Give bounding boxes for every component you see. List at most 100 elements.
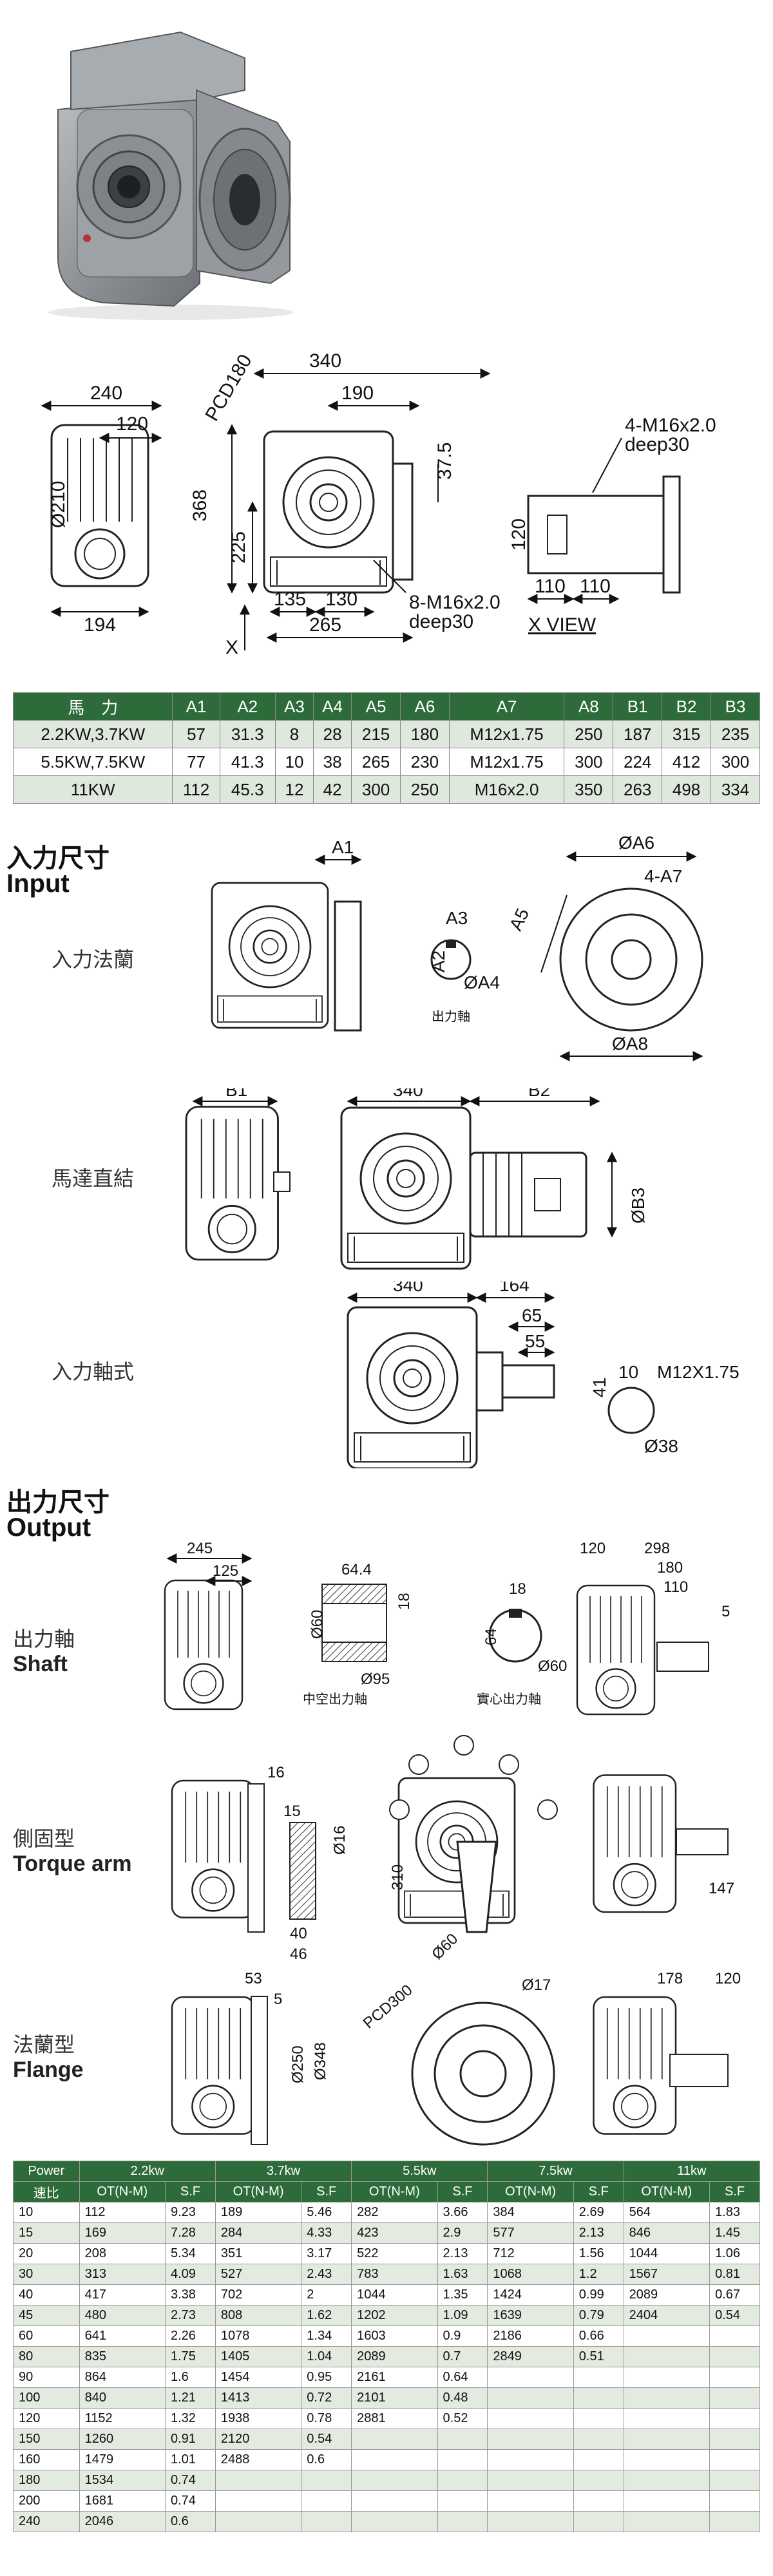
- dim-a1: A1: [332, 837, 354, 857]
- spec-cell: 300: [351, 775, 401, 804]
- torque-cell: [573, 2367, 624, 2388]
- dim-phi210: Ø210: [48, 481, 69, 528]
- torque-cell: [573, 2387, 624, 2409]
- torque-cell: 0.74: [165, 2490, 216, 2512]
- torque-cell: 0.51: [573, 2346, 624, 2367]
- flange-label-zh: 法蘭型: [13, 2032, 75, 2057]
- dim-110: 110: [663, 1578, 688, 1596]
- dim-15: 15: [283, 1803, 301, 1820]
- spec-cell: 412: [662, 748, 712, 776]
- dim-310: 310: [389, 1864, 406, 1890]
- output-shaft-drawing: 245 125 64.4 18 Ø60 Ø95 中空出力軸 18 64 Ø60 …: [164, 1540, 730, 1716]
- dim-phi60c: Ø60: [428, 1930, 461, 1963]
- input-title-en: Input: [6, 869, 70, 898]
- torque-cell: 160: [13, 2449, 80, 2470]
- power-2-2kw: 2.2kw: [79, 2161, 216, 2182]
- torque-cell: 9.23: [165, 2202, 216, 2223]
- flange-label-en: Flange: [13, 2058, 84, 2082]
- spec-cell: 42: [313, 775, 352, 804]
- torque-cell: 2.13: [573, 2222, 624, 2244]
- spec-cell: 230: [400, 748, 450, 776]
- torque-cell: 564: [623, 2202, 711, 2223]
- spec-cell: 12: [274, 775, 314, 804]
- input-flange-label: 入力法蘭: [52, 947, 135, 972]
- torque-cell: 1152: [79, 2408, 166, 2429]
- spec-cell: 112: [172, 775, 220, 804]
- spec-header: A1: [172, 692, 220, 721]
- torque-cell: 2849: [487, 2346, 574, 2367]
- dim-240: 240: [90, 383, 122, 404]
- torque-arm-label-zh: 側固型: [13, 1826, 75, 1851]
- torque-cell: 1.01: [165, 2449, 216, 2470]
- spec-header: A8: [564, 692, 614, 721]
- dim-147: 147: [709, 1880, 734, 1897]
- torque-cell: [437, 2470, 488, 2491]
- torque-cell: [623, 2408, 711, 2429]
- spec-cell: 263: [613, 775, 663, 804]
- torque-cell: 1.62: [301, 2305, 352, 2326]
- spec-cell: 498: [662, 775, 712, 804]
- torque-cell: 2.43: [301, 2264, 352, 2285]
- torque-cell: [301, 2470, 352, 2491]
- dim-178: 178: [657, 1970, 683, 1987]
- dim-5: 5: [721, 1603, 730, 1620]
- torque-cell: 1424: [487, 2284, 574, 2306]
- torque-cell: [573, 2408, 624, 2429]
- torque-cell: [573, 2470, 624, 2491]
- torque-cell: 3.66: [437, 2202, 488, 2223]
- torque-sub-row: 速比 OT(N-M) S.F OT(N-M) S.F OT(N-M) S.F O…: [13, 2181, 760, 2202]
- torque-cell: 1202: [351, 2305, 438, 2326]
- torque-cell: 2120: [215, 2429, 302, 2450]
- torque-cell: [623, 2429, 711, 2450]
- torque-cell: 702: [215, 2284, 302, 2306]
- torque-cell: 1068: [487, 2264, 574, 2285]
- main-dimension-drawing: 240 120 Ø210 194 340 190 PCD180 368 225 …: [41, 350, 716, 657]
- torque-cell: 150: [13, 2429, 80, 2450]
- torque-cell: 240: [13, 2511, 80, 2532]
- dim-phi60: Ø60: [309, 1610, 326, 1639]
- torque-cell: 2046: [79, 2511, 166, 2532]
- torque-cell: [623, 2325, 711, 2347]
- torque-cell: [623, 2511, 711, 2532]
- torque-cell: 180: [13, 2470, 80, 2491]
- torque-cell: 15: [13, 2222, 80, 2244]
- ot-header: OT(N-M): [487, 2181, 574, 2202]
- torque-cell: 60: [13, 2325, 80, 2347]
- torque-cell: 2: [301, 2284, 352, 2306]
- power-7-5kw: 7.5kw: [487, 2161, 624, 2182]
- sf-header: S.F: [573, 2181, 624, 2202]
- spec-header-row: 馬 力 A1 A2 A3 A4 A5 A6 A7 A8 B1 B2 B3: [12, 692, 760, 721]
- torque-cell: 1.45: [709, 2222, 760, 2244]
- torque-cell: 840: [79, 2387, 166, 2409]
- torque-cell: [437, 2449, 488, 2470]
- x-view-label: X VIEW: [528, 614, 596, 636]
- torque-cell: 1479: [79, 2449, 166, 2470]
- torque-cell: 1938: [215, 2408, 302, 2429]
- dim-194: 194: [84, 614, 116, 636]
- torque-cell: 313: [79, 2264, 166, 2285]
- spec-cell: 250: [400, 775, 450, 804]
- torque-cell: [215, 2470, 302, 2491]
- torque-cell: 1454: [215, 2367, 302, 2388]
- dim-110-b: 110: [580, 576, 611, 597]
- torque-cell: [487, 2408, 574, 2429]
- dim-phi95: Ø95: [361, 1671, 390, 1688]
- torque-cell: [215, 2511, 302, 2532]
- torque-cell: 5.34: [165, 2243, 216, 2264]
- torque-cell: 1639: [487, 2305, 574, 2326]
- dim-pcd180: PCD180: [201, 351, 256, 425]
- spec-cell: 224: [613, 748, 663, 776]
- torque-cell: [487, 2367, 574, 2388]
- torque-cell: [351, 2511, 438, 2532]
- dim-340: 340: [309, 350, 341, 372]
- torque-cell: 40: [13, 2284, 80, 2306]
- torque-cell: [709, 2429, 760, 2450]
- torque-arm-label-en: Torque arm: [13, 1852, 132, 1876]
